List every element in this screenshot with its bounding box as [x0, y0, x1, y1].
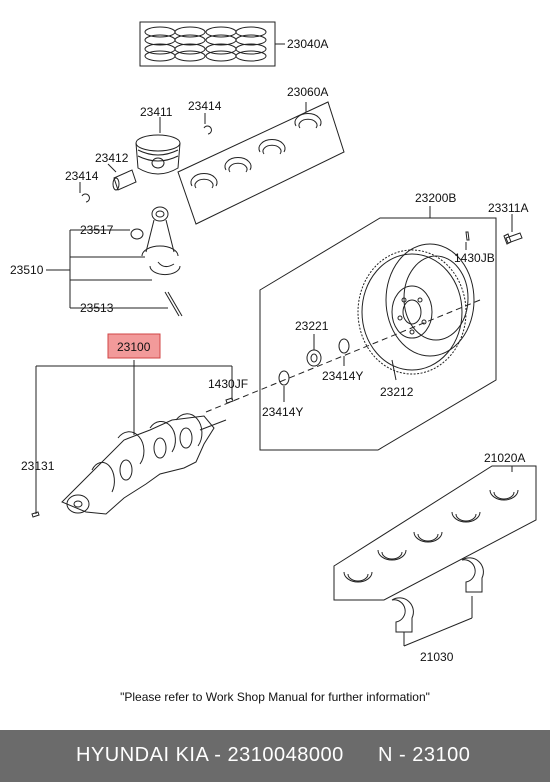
footer-reference: N - 23100 [378, 744, 471, 766]
snap-ring-23414Y-right [338, 338, 350, 354]
label-23040A: 23040A [287, 37, 328, 51]
label-21020A: 21020A [484, 451, 525, 465]
bearing-23221 [306, 349, 322, 367]
label-23221: 23221 [295, 319, 329, 333]
label-23414Y-left: 23414Y [262, 405, 303, 419]
label-23414-top: 23414 [188, 99, 222, 113]
flywheel [357, 243, 475, 375]
piston-pin [112, 169, 137, 191]
label-23414-left: 23414 [65, 169, 99, 183]
thrust-washers [391, 557, 484, 647]
bearing-shell [294, 113, 322, 129]
label-23411: 23411 [140, 105, 173, 119]
snap-ring-top [203, 125, 212, 135]
piston-ring-stack-1 [144, 26, 176, 62]
label-23414Y-right: 23414Y [322, 369, 363, 383]
label-1430JF: 1430JF [208, 377, 248, 391]
piston-ring-stack-4 [235, 26, 267, 62]
highlight-23100 [107, 333, 161, 359]
dowel-pin-1430JB [465, 231, 470, 241]
label-23510: 23510 [10, 263, 44, 277]
manual-note: "Please refer to Work Shop Manual for fu… [120, 690, 430, 704]
label-23212: 23212 [380, 385, 414, 399]
bearing-shell [190, 173, 218, 189]
piston-ring-stack-3 [205, 26, 237, 62]
dowel-pin-23131 [31, 511, 40, 518]
lower-bearing-set [333, 465, 537, 601]
piston-ring-set [139, 21, 285, 67]
footer-part-number: HYUNDAI KIA - 2310048000 [76, 744, 344, 766]
flywheel-bolt [503, 232, 523, 245]
upper-bearing-set [177, 101, 345, 225]
crankshaft [61, 413, 227, 515]
snap-ring-23414Y-left [278, 370, 290, 386]
label-23060A: 23060A [287, 85, 328, 99]
label-21030: 21030 [420, 650, 454, 664]
parts-diagram: 23040A 23060A 23411 23414 23412 23414 23… [10, 21, 537, 664]
dowel-pin-1430JF [225, 397, 234, 404]
label-23513: 23513 [80, 301, 114, 315]
label-23100: 23100 [117, 340, 151, 354]
piston [135, 134, 181, 175]
connecting-rod [130, 206, 183, 317]
label-23200B: 23200B [415, 191, 456, 205]
label-1430JB: 1430JB [454, 251, 495, 265]
label-23517: 23517 [80, 223, 114, 237]
label-23131: 23131 [21, 459, 55, 473]
piston-ring-stack-2 [174, 26, 206, 62]
bearing-shell [224, 157, 252, 173]
label-23412: 23412 [95, 151, 129, 165]
bearing-shell [258, 139, 286, 155]
footer-bar: HYUNDAI KIA - 2310048000 N - 23100 [0, 730, 550, 782]
snap-ring-left [81, 193, 90, 203]
flywheel-box [259, 206, 497, 451]
label-23311A: 23311A [488, 201, 528, 215]
